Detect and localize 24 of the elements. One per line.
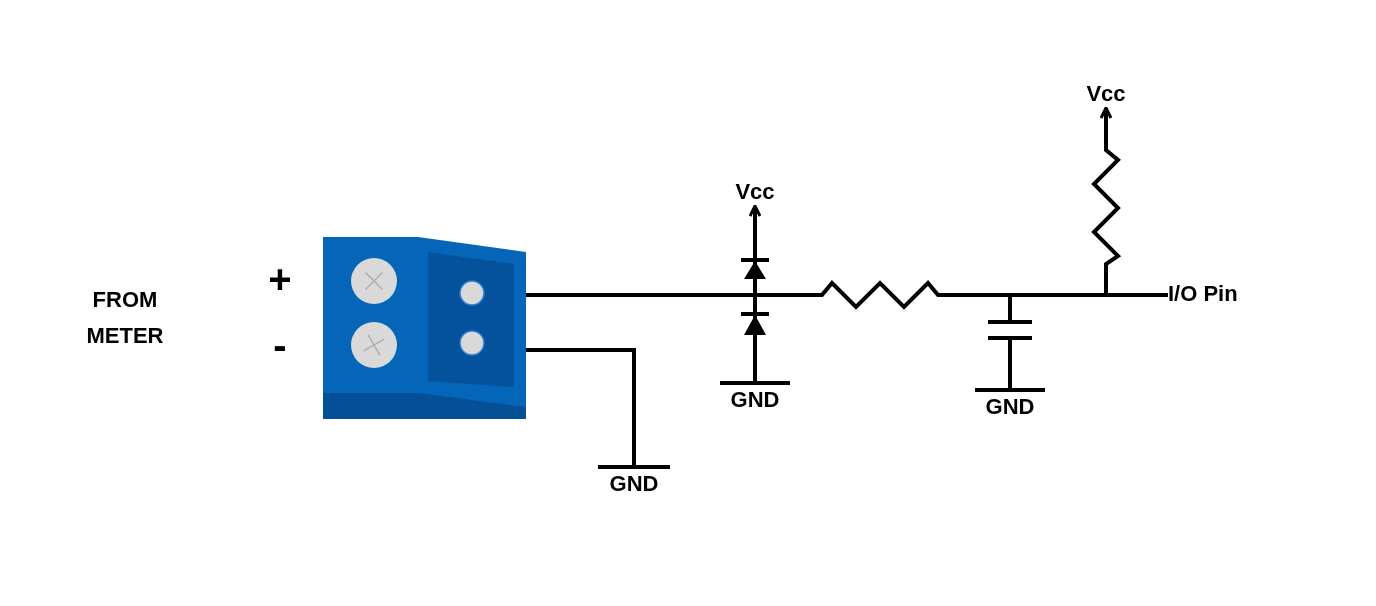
- terminal-block-drawing: [323, 237, 526, 419]
- supply-arrow: [1099, 106, 1113, 142]
- wire: [526, 348, 636, 465]
- pin-label: I/O Pin: [1168, 282, 1268, 308]
- wire: [1008, 340, 1012, 388]
- source-label: FROM METER: [85, 286, 165, 350]
- wire: [526, 293, 816, 297]
- diode-symbol: [741, 257, 769, 281]
- ground-label: GND: [984, 395, 1036, 419]
- polarity-label: -: [272, 322, 288, 368]
- supply-arrow: [748, 204, 762, 257]
- wire: [753, 337, 757, 381]
- supply-label: Vcc: [1076, 82, 1136, 108]
- polarity-label: +: [267, 256, 293, 302]
- wire: [753, 281, 757, 311]
- ground-label: GND: [729, 388, 781, 412]
- diode-symbol: [741, 311, 769, 337]
- resistor-symbol: [1092, 142, 1120, 270]
- supply-label: Vcc: [725, 180, 785, 206]
- capacitor-symbol: [988, 320, 1032, 340]
- wire: [1104, 270, 1168, 297]
- wire: [944, 293, 1012, 320]
- ground-label: GND: [608, 472, 660, 496]
- resistor-symbol: [816, 280, 944, 310]
